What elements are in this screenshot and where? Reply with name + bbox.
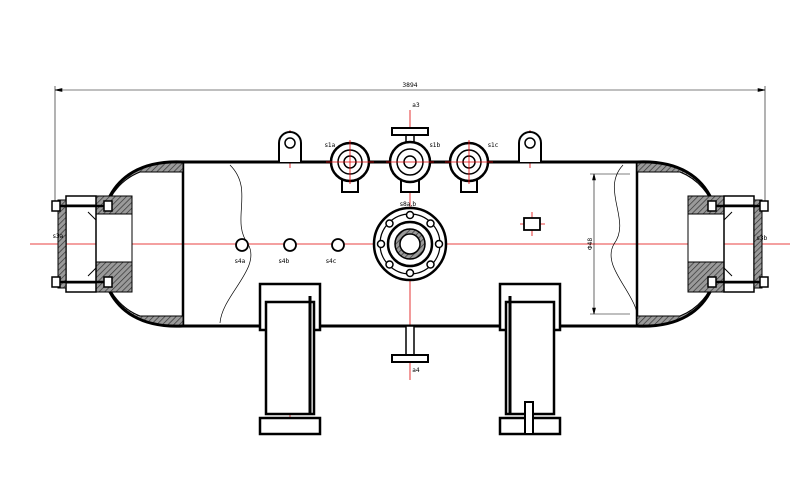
- nozzle-s4a-label: s4a: [235, 258, 246, 265]
- height-dimension-label: Φ48: [587, 238, 594, 251]
- nozzle-s4b-label: s4b: [279, 258, 290, 265]
- overall-dimension: [54, 86, 766, 210]
- nozzle-s1c-label: s1c: [488, 142, 498, 149]
- nozzle-s4c-label: s4c: [326, 258, 336, 265]
- lifting-lug-left: [278, 131, 302, 162]
- left-end-label: s3a: [53, 233, 64, 240]
- manhole-label: s8a,b: [400, 201, 417, 208]
- nozzle-s1b-label: s1b: [430, 142, 441, 149]
- bottom-nozzle: [391, 325, 429, 363]
- top-nozzle-label: a3: [412, 102, 420, 109]
- height-dimension: [590, 173, 630, 315]
- nozzle-s1a-label: s1a: [325, 142, 336, 149]
- overall-dimension-label: 3894: [402, 82, 417, 89]
- nozzle-s1c: [445, 140, 493, 193]
- right-end-label: s3b: [757, 235, 768, 242]
- right-head: [636, 160, 769, 328]
- saddle-support-left: [258, 282, 322, 436]
- nozzle-s4c: [331, 238, 345, 252]
- nameplate: [523, 217, 541, 231]
- nozzle-s1a: [326, 140, 374, 193]
- bottom-nozzle-label: a4: [412, 367, 420, 374]
- nozzle-s1b: [386, 140, 434, 193]
- manhole-bolts: [376, 210, 444, 278]
- saddle-support-right: [498, 282, 562, 436]
- nozzle-s4b: [283, 238, 297, 252]
- lifting-lug-right: [518, 131, 542, 162]
- left-head: [51, 160, 184, 328]
- nozzle-s4a: [235, 238, 249, 252]
